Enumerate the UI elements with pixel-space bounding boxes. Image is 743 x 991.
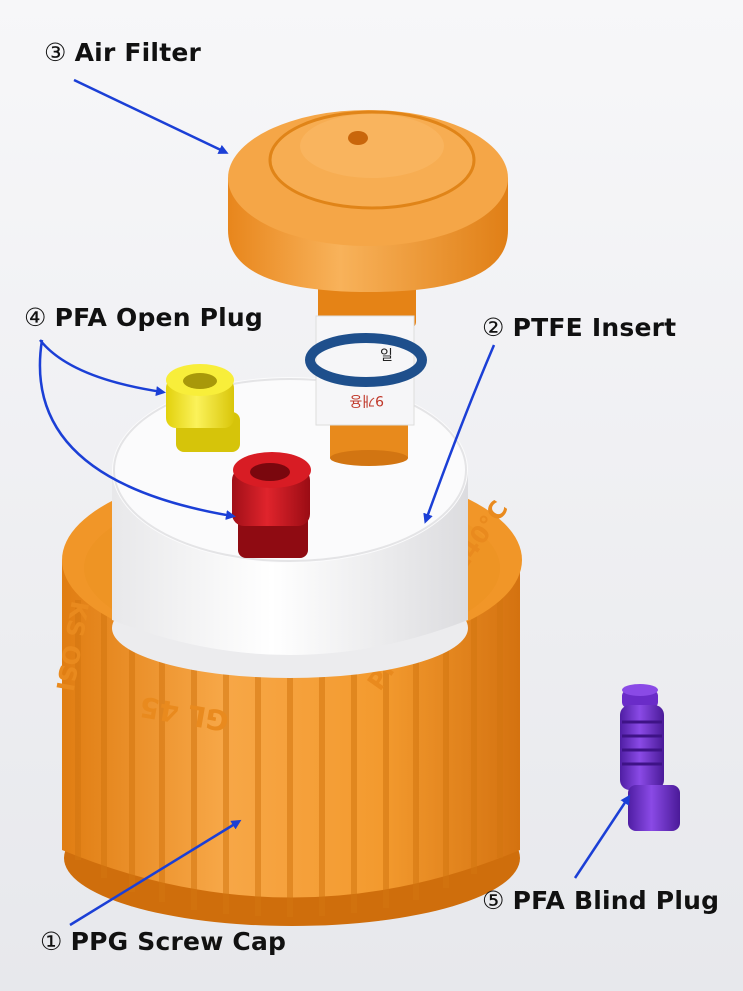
red-open-plug	[232, 452, 311, 558]
label-number: ③	[44, 38, 67, 67]
label-text: PFA Blind Plug	[512, 886, 720, 915]
label-text: PTFE Insert	[512, 313, 677, 342]
yellow-open-plug	[166, 364, 240, 452]
label-text: Air Filter	[74, 38, 202, 67]
tape-label-2: 일	[380, 348, 393, 364]
cap-ridges	[75, 594, 503, 917]
callout-arrows	[38, 78, 631, 927]
arrow-screw-cap	[69, 819, 242, 927]
arrow-air-filter	[73, 78, 229, 154]
label-number: ⑤	[482, 886, 505, 915]
arrow-open-plug-yellow	[39, 339, 166, 397]
label-number: ④	[24, 303, 47, 332]
arrow-blind-plug	[573, 794, 631, 879]
tape-label: 9개용	[349, 392, 384, 408]
label-number: ①	[40, 927, 63, 956]
label-text: PFA Open Plug	[54, 303, 263, 332]
arrow-open-plug-red	[38, 339, 236, 520]
label-text: PPG Screw Cap	[70, 927, 287, 956]
air-filter	[228, 110, 508, 292]
label-number: ②	[482, 313, 505, 342]
purple-blind-plug	[620, 684, 680, 831]
arrow-ptfe-insert	[423, 344, 496, 524]
